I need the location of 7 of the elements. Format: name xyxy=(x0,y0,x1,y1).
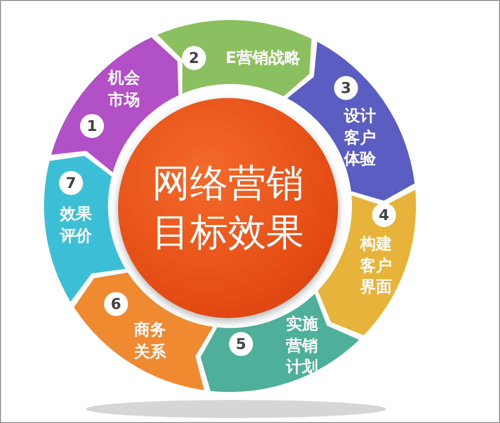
segment-label: E营销战略 xyxy=(224,47,302,69)
segment-label: 构建客户界面 xyxy=(358,233,393,298)
segment-label: 设计客户体验 xyxy=(342,105,377,170)
segment-label: 机会市场 xyxy=(106,67,141,110)
segment-label: 效果评价 xyxy=(58,203,93,246)
segment-label: 商务关系 xyxy=(132,319,167,362)
center-title: 网络营销目标效果 xyxy=(151,160,305,256)
